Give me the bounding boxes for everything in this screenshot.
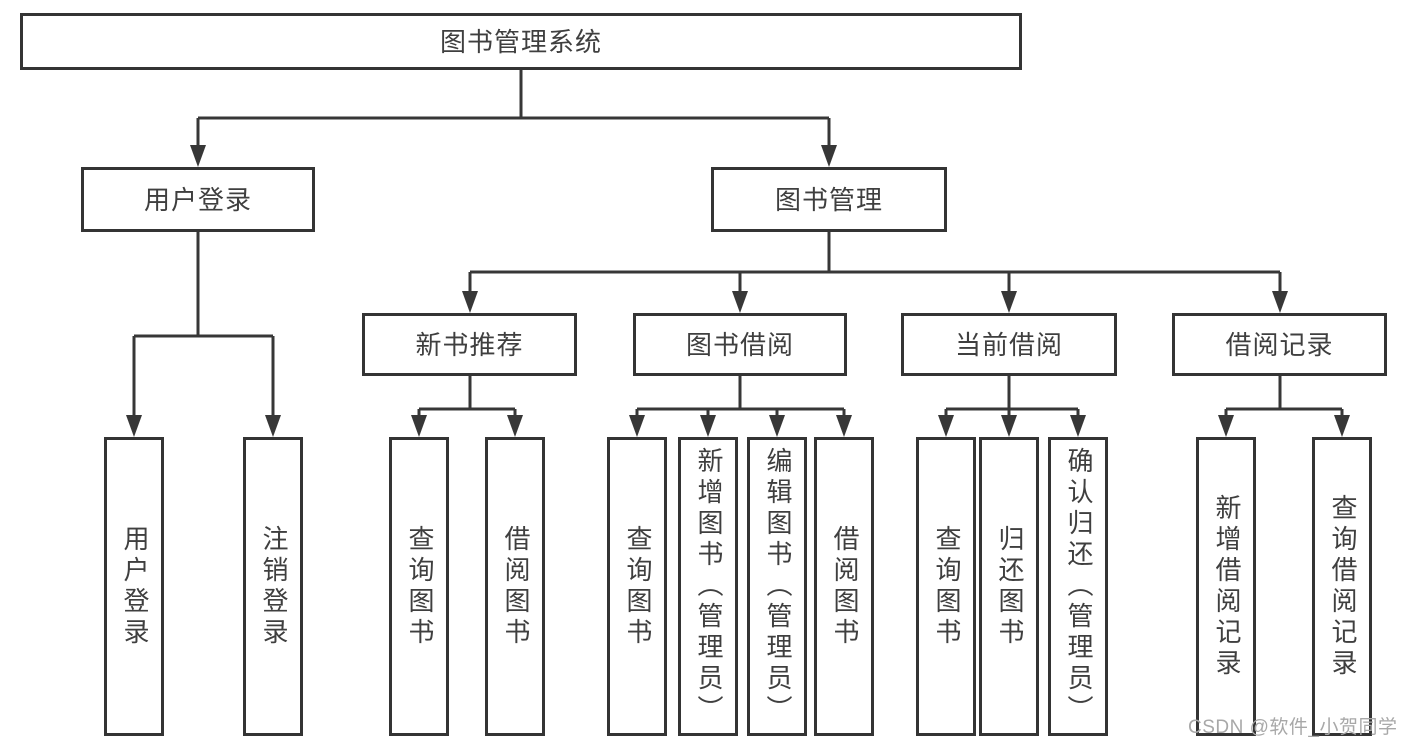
arrowhead (1001, 415, 1017, 437)
connector-line (635, 376, 846, 424)
node-book-mgmt: 图书管理 (711, 167, 947, 232)
node-label: 归还图书 (994, 524, 1025, 649)
arrowhead (1218, 415, 1234, 437)
node-label: 新增借阅记录 (1211, 493, 1242, 680)
leaf-borrow-borrow-books: 借阅图书 (814, 437, 874, 736)
node-label: 图书借阅 (685, 329, 794, 360)
arrowhead (700, 415, 716, 437)
arrowhead (190, 145, 206, 167)
leaf-borrow-add-books-admin: 新增图书（管理员） (678, 437, 738, 736)
connector-line (1224, 376, 1344, 424)
node-label: 用户登录 (119, 524, 150, 649)
leaf-recommend-query-books: 查询图书 (389, 437, 449, 736)
watermark: CSDN @软件_小贺同学 (1188, 717, 1398, 738)
arrowhead (821, 145, 837, 167)
node-label: 借阅记录 (1225, 329, 1334, 360)
connector-book-borrow-children (629, 376, 852, 437)
leaf-borrow-edit-books-admin: 编辑图书（管理员） (747, 437, 807, 736)
connector-line (468, 232, 1282, 296)
node-label: 编辑图书（管理员） (762, 447, 793, 726)
node-label: 借阅图书 (500, 524, 531, 649)
node-label: 新增图书（管理员） (693, 447, 724, 726)
node-label: 图书管理系统 (439, 26, 602, 57)
connector-line (196, 70, 831, 150)
node-label: 用户登录 (143, 184, 252, 215)
arrowhead (411, 415, 427, 437)
leaf-logout: 注销登录 (243, 437, 303, 736)
node-label: 新书推荐 (415, 329, 524, 360)
arrowhead (629, 415, 645, 437)
connector-line (132, 232, 275, 424)
arrowhead (462, 291, 478, 313)
node-borrow-records: 借阅记录 (1172, 313, 1387, 376)
node-label: 查询图书 (622, 524, 653, 649)
leaf-user-login: 用户登录 (104, 437, 164, 736)
connector-line (417, 376, 517, 424)
arrowhead (1070, 415, 1086, 437)
node-label: 查询图书 (404, 524, 435, 649)
arrowhead (265, 415, 281, 437)
node-label: 查询借阅记录 (1327, 493, 1358, 680)
node-user-login: 用户登录 (81, 167, 315, 232)
arrowhead (1001, 291, 1017, 313)
node-label: 借阅图书 (829, 524, 860, 649)
node-root: 图书管理系统 (20, 13, 1022, 70)
node-current-borrow: 当前借阅 (901, 313, 1117, 376)
connector-user-login-children (126, 232, 281, 437)
connector-borrow-records-children (1218, 376, 1350, 437)
connector-root-children (190, 70, 837, 167)
node-new-book-recommend: 新书推荐 (362, 313, 577, 376)
connector-new-book-recommend-children (411, 376, 523, 437)
node-book-borrow: 图书借阅 (633, 313, 847, 376)
connector-current-borrow-children (938, 376, 1086, 437)
leaf-records-query-record: 查询借阅记录 (1312, 437, 1372, 736)
leaf-borrow-query-books: 查询图书 (607, 437, 667, 736)
arrowhead (1334, 415, 1350, 437)
leaf-recommend-borrow-books: 借阅图书 (485, 437, 545, 736)
arrowhead (938, 415, 954, 437)
node-label: 查询图书 (931, 524, 962, 649)
arrowhead (836, 415, 852, 437)
leaf-current-return-books: 归还图书 (979, 437, 1039, 736)
leaf-records-add-record: 新增借阅记录 (1196, 437, 1256, 736)
arrowhead (507, 415, 523, 437)
leaf-current-confirm-return-admin: 确认归还（管理员） (1048, 437, 1108, 736)
arrowhead (732, 291, 748, 313)
arrowhead (1272, 291, 1288, 313)
node-label: 注销登录 (258, 524, 289, 649)
node-label: 确认归还（管理员） (1063, 447, 1094, 726)
node-label: 图书管理 (774, 184, 883, 215)
arrowhead (769, 415, 785, 437)
leaf-current-query-books: 查询图书 (916, 437, 976, 736)
connector-book-mgmt-children (462, 232, 1288, 313)
arrowhead (126, 415, 142, 437)
node-label: 当前借阅 (954, 329, 1063, 360)
